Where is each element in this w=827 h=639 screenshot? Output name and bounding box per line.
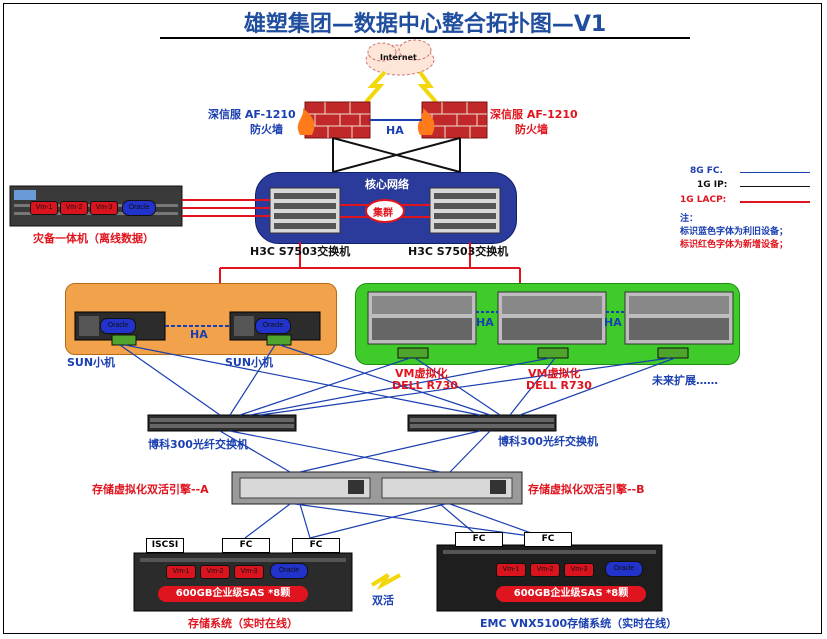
title-underline [160,37,690,39]
firewall-right-sub: 防火墙 [515,123,548,136]
storage-left-tag-iscsi: ISCSI [146,538,184,553]
legend-line-lacp [740,201,810,203]
legend-label-ip: 1G IP: [697,180,728,190]
vm-host-1-icon [367,291,477,359]
legend-line-fc [740,172,810,173]
storage-right-vm-1: Vm-1 [496,563,526,577]
legend-note-blue: 标识蓝色字体为利旧设备； [680,227,789,237]
backup-label: 灾备一体机（离线数据） [33,232,154,245]
vm-host-1-label-line2: DELL R730 [392,379,458,392]
sun-server-right-icon [229,311,321,346]
vm-host-2-label-line1: VM虚拟化 [528,367,581,380]
core-switch-right-icon [429,187,501,234]
legend-note-red: 标识红色字体为新增设备； [680,240,789,250]
storage-right-tag-fc-2: FC [524,532,572,547]
active-active-label: 双活 [372,594,394,607]
cluster-label: 集群 [373,208,393,219]
firewall-right-name: 深信服 AF-1210 [490,108,578,121]
storage-engine-icon [231,471,523,505]
backup-vm-1: Vm-1 [30,201,58,215]
storage-left-vm-3: Vm-3 [234,565,264,579]
backup-vm-3: Vm-3 [90,201,118,215]
firewall-right-icon [417,101,488,139]
storage-array-left-icon [133,552,353,612]
sun-ha-label: HA [190,328,208,341]
firewall-left-icon [297,101,371,139]
core-switch-right-label: H3C S7503交换机 [408,245,509,258]
vm-ha-label-2: HA [604,316,622,329]
vm-ha-label-1: HA [476,316,494,329]
core-network-title: 核心网络 [365,178,409,191]
storage-left-tag-fc-2: FC [292,538,340,553]
internet-label: Internet [380,53,417,62]
active-active-bolt-icon [370,573,401,591]
server-fc-links [119,344,676,416]
sun-right-label: SUN小机 [225,356,274,369]
diagram-title: 雄塑集团—数据中心整合拓扑图—V1 [243,12,607,37]
firewall-core-links [332,137,461,173]
wan-link-left-icon [364,70,387,104]
future-expansion-label: 未来扩展…… [652,374,718,387]
storage-right-vm-3: Vm-3 [564,563,594,577]
storage-right-oracle-db: Oracle [605,561,643,577]
firewall-ha-label: HA [386,124,404,137]
storage-left-capacity: 600GB企业级SAS *8颗 [158,586,308,602]
sun-left-label: SUN小机 [67,356,116,369]
legend-note-title: 注： [680,214,699,224]
storage-right-vm-2: Vm-2 [530,563,560,577]
legend-label-fc: 8G FC. [690,166,723,176]
fc-switch-left-icon [147,414,297,432]
fc-switch-right-label: 博科300光纤交换机 [498,435,598,448]
fcswitch-engine-links [219,430,491,473]
fc-switch-left-label: 博科300光纤交换机 [148,438,248,451]
core-switch-left-label: H3C S7503交换机 [250,245,351,258]
storage-right-tag-fc-1: FC [455,532,503,547]
storage-left-label: 存储系统（实时在线） [188,617,298,630]
vm-host-2-icon [497,291,607,359]
storage-right-capacity: 600GB企业级SAS *8颗 [496,586,646,602]
backup-vm-2: Vm-2 [60,201,88,215]
diagram-frame [3,3,822,634]
backup-oracle-db: Oracle [122,200,156,216]
legend-label-lacp: 1G LACP: [680,195,727,205]
engine-left-label: 存储虚拟化双活引擎--A [92,483,209,496]
vm-host-2-label-line2: DELL R730 [526,379,592,392]
storage-left-oracle-db: Oracle [270,563,308,579]
backup-core-links [182,199,270,217]
storage-left-vm-1: Vm-1 [166,565,196,579]
vm-host-3-icon [624,291,734,359]
wan-link-right-icon [417,70,438,104]
core-server-links [219,242,521,283]
firewall-left-name: 深信服 AF-1210 [208,108,296,121]
firewall-left-sub: 防火墙 [250,123,283,136]
sun-right-oracle-db: Oracle [255,318,291,334]
cluster-badge [365,199,405,223]
internet-cloud-icon [365,39,435,76]
sun-left-oracle-db: Oracle [100,318,136,334]
storage-right-label: EMC VNX5100存储系统（实时在线） [480,617,678,630]
storage-left-tag-fc-1: FC [222,538,270,553]
engine-right-label: 存储虚拟化双活引擎--B [528,483,645,496]
legend-line-ip [740,186,810,187]
core-switch-left-icon [269,187,341,234]
storage-left-vm-2: Vm-2 [200,565,230,579]
vm-host-1-label-line1: VM虚拟化 [395,367,448,380]
fc-switch-right-icon [407,414,557,432]
